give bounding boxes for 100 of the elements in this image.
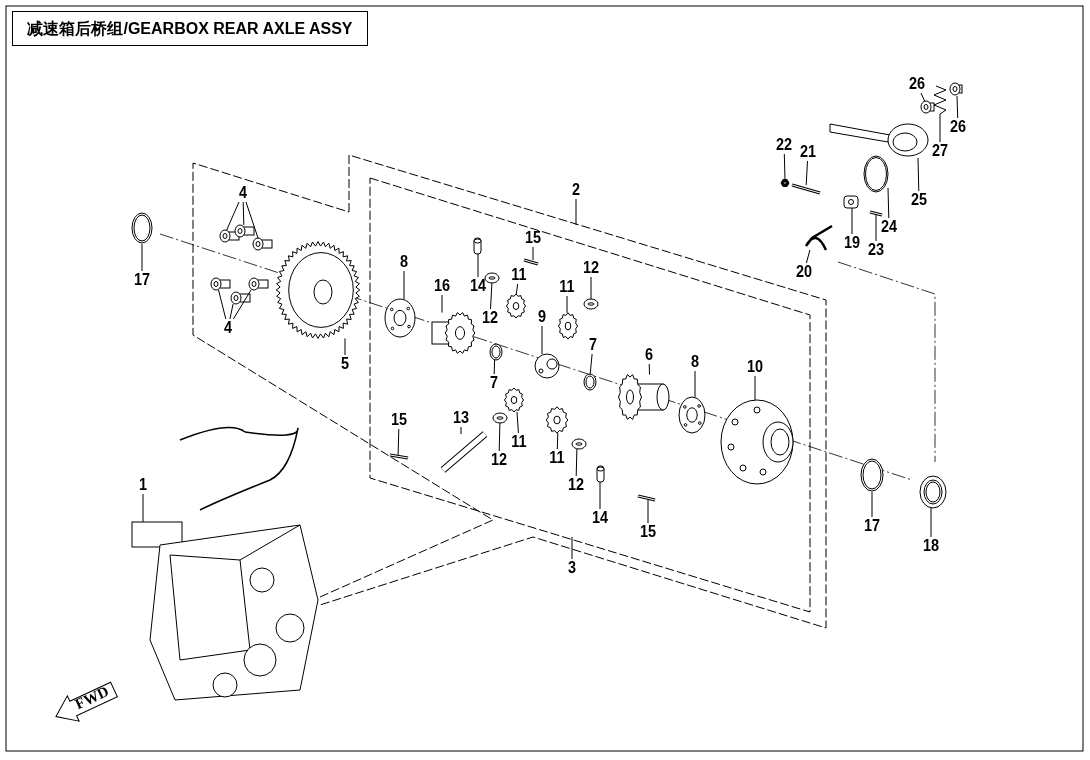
leader-line xyxy=(589,353,593,375)
leader-line xyxy=(590,276,592,300)
leader-line xyxy=(754,375,756,401)
leader-line xyxy=(493,359,496,375)
sleeve-drawing xyxy=(596,465,605,483)
leader-line xyxy=(403,270,405,300)
title-box: 减速箱后桥组/GEARBOX REAR AXLE ASSY xyxy=(12,11,368,46)
ring-drawing xyxy=(860,458,884,492)
leader-line xyxy=(516,411,519,434)
gasket-drawing xyxy=(678,396,706,434)
callout-number: 22 xyxy=(773,136,795,154)
leader-line xyxy=(805,249,811,264)
callout-number: 8 xyxy=(684,353,706,371)
housing-drawing xyxy=(720,399,794,485)
leader-line xyxy=(344,337,346,356)
callout-number: 12 xyxy=(580,259,602,277)
washer-drawing xyxy=(492,412,508,424)
pin-drawing xyxy=(389,453,409,460)
callout-number: 8 xyxy=(393,253,415,271)
callout-number: 3 xyxy=(561,559,583,577)
callout-number: 18 xyxy=(920,537,942,555)
leader-line xyxy=(917,157,920,192)
leader-line xyxy=(599,481,601,510)
leader-line xyxy=(232,289,252,320)
callout-number: 6 xyxy=(638,346,660,364)
pin-drawing xyxy=(791,183,821,195)
leader-line xyxy=(498,422,501,452)
leader-line xyxy=(920,92,926,102)
washer-drawing xyxy=(583,298,599,310)
callout-number: 15 xyxy=(637,523,659,541)
shaft-drawing xyxy=(440,431,488,473)
leader-line xyxy=(571,536,573,560)
leader-line xyxy=(460,426,462,435)
callout-number: 15 xyxy=(388,411,410,429)
callout-number: 4 xyxy=(232,184,254,202)
gear-drawing xyxy=(505,293,527,319)
callout-number: 20 xyxy=(793,263,815,281)
callout-number: 17 xyxy=(861,517,883,535)
gear-drawing xyxy=(275,241,361,339)
leader-line xyxy=(477,253,479,278)
callout-number: 21 xyxy=(797,143,819,161)
leader-line xyxy=(515,283,519,295)
leader-line xyxy=(805,160,808,186)
spring-drawing xyxy=(933,85,947,115)
washer-drawing xyxy=(484,272,500,284)
gear-drawing xyxy=(557,312,579,340)
leader-line xyxy=(871,491,873,518)
leader-line xyxy=(783,153,786,180)
callout-number: 26 xyxy=(947,118,969,136)
callout-number: 11 xyxy=(556,278,578,296)
callout-number: 16 xyxy=(431,277,453,295)
pin-drawing xyxy=(523,258,539,266)
leader-line xyxy=(575,448,578,477)
leader-line xyxy=(575,198,577,226)
block-drawing xyxy=(843,195,859,209)
bolt-drawing xyxy=(234,224,255,238)
bolt-drawing xyxy=(248,277,269,291)
cross-shaft-drawing xyxy=(534,353,560,379)
callout-number: 17 xyxy=(131,271,153,289)
shift-fork-drawing xyxy=(804,224,834,252)
gear-drawing xyxy=(618,374,670,420)
callout-number: 12 xyxy=(479,309,501,327)
leader-line xyxy=(556,432,559,450)
callout-number: 24 xyxy=(878,218,900,236)
sleeve-drawing xyxy=(473,237,482,255)
leader-line xyxy=(875,214,877,242)
bolt-drawing xyxy=(949,82,963,96)
callout-number: 26 xyxy=(906,75,928,93)
bolt-drawing xyxy=(230,291,251,305)
gear-drawing xyxy=(503,387,525,413)
leader-line xyxy=(245,201,259,239)
leader-line xyxy=(647,499,649,524)
leader-line xyxy=(218,289,227,320)
leader-line xyxy=(242,201,245,226)
pin-drawing xyxy=(869,210,883,217)
callout-number: 15 xyxy=(522,229,544,247)
callout-number: 5 xyxy=(334,355,356,373)
leader-line xyxy=(887,187,890,219)
callout-number: 11 xyxy=(508,433,530,451)
ring-drawing xyxy=(583,373,597,391)
callout-number: 2 xyxy=(565,181,587,199)
washer-drawing xyxy=(571,438,587,450)
nut-drawing xyxy=(780,179,790,187)
callout-number: 4 xyxy=(217,319,239,337)
leader-line xyxy=(956,95,959,119)
leader-line xyxy=(939,113,941,143)
callout-number: 27 xyxy=(929,142,951,160)
leader-line xyxy=(648,363,650,376)
pin-drawing xyxy=(637,494,656,502)
leader-line xyxy=(532,246,534,261)
callout-number: 12 xyxy=(565,476,587,494)
callout-number: 19 xyxy=(841,234,863,252)
callout-number: 10 xyxy=(744,358,766,376)
leader-line xyxy=(441,294,443,314)
leader-line xyxy=(694,370,696,398)
leader-line xyxy=(226,201,240,231)
callout-number: 14 xyxy=(589,509,611,527)
callout-number: 12 xyxy=(488,451,510,469)
leader-line xyxy=(141,243,143,272)
ring-drawing xyxy=(489,343,503,361)
